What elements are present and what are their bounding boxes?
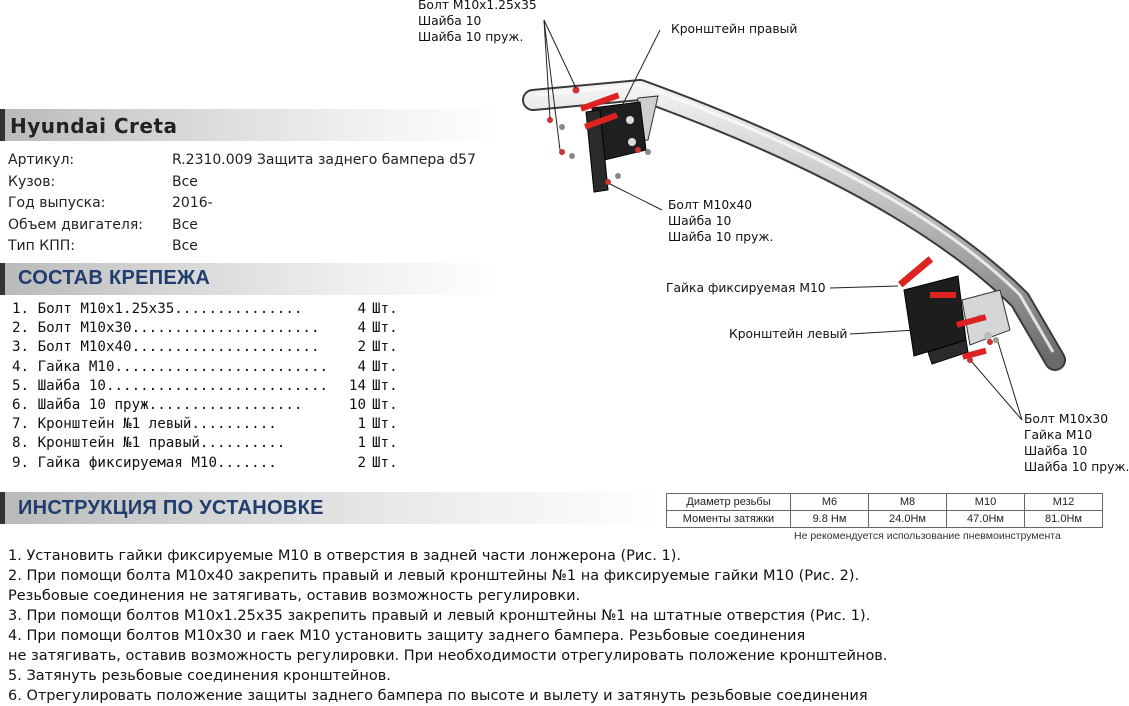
list-item: 7. Кронштейн №1 левый.......... 1 Шт. (12, 415, 398, 434)
list-item: 2. Болт М10х30...................... 4 Шт. (12, 319, 398, 338)
table-row: Диаметр резьбы M6 M8 M10 M12 (666, 493, 1103, 511)
bracket-right (585, 95, 659, 193)
part-name: 2. Болт М10х30...................... (12, 320, 320, 337)
part-unit: Шт. (372, 339, 398, 356)
info-value-engine: Все (172, 217, 198, 233)
list-item: 3. Болт М10х40...................... 2 Шт. (12, 338, 398, 357)
bolts-right-bracket (547, 86, 651, 185)
part-qty: 2 (357, 454, 366, 471)
torque-table: Диаметр резьбы M6 M8 M10 M12 Моменты зат… (666, 493, 1103, 528)
bumper-guard-diagram (522, 19, 1066, 421)
label-line: Болт М10х1.25х35 (418, 0, 537, 12)
instruction-line: 5. Затянуть резьбовые соединения кронште… (8, 668, 391, 684)
instruction-line: Резьбовые соединения не затягивать, оста… (8, 588, 581, 604)
part-qty: 4 (357, 301, 366, 317)
table-cell: 47.0Нм (946, 510, 1025, 528)
bolts-left-bracket (898, 256, 999, 363)
label-line: Шайба 10 (668, 214, 732, 228)
label-bottom-fasteners: Болт М10х30 Гайка М10 Шайба 10 Шайба 10 … (1024, 411, 1129, 475)
part-unit: Шт. (372, 301, 398, 317)
table-cell: M12 (1024, 493, 1103, 511)
list-item: 4. Гайка М10......................... 4 Шт… (12, 358, 398, 377)
part-name: 5. Шайба 10.......................... (12, 377, 329, 394)
info-value-year: 2016- (172, 195, 213, 211)
label-line: Гайка М10 (1024, 428, 1093, 442)
instruction-line: не затягивать, оставив возможность регул… (8, 648, 888, 664)
table-cell: M8 (868, 493, 947, 511)
part-unit: Шт. (372, 416, 398, 433)
list-item: 8. Кронштейн №1 правый.......... 1 Шт. (12, 434, 398, 453)
info-value-body: Все (172, 174, 198, 190)
part-unit: Шт. (372, 358, 398, 375)
label-line: Болт М10х40 (668, 198, 753, 212)
part-qty: 2 (357, 339, 366, 356)
bumper-tube-highlight (524, 81, 1064, 369)
info-label-gearbox: Тип КПП: (8, 238, 75, 254)
label-line: Шайба 10 пруж. (1024, 460, 1129, 474)
instruction-line: 6. Отрегулировать положение защиты задне… (8, 688, 868, 704)
part-qty: 4 (357, 320, 366, 337)
info-value-gearbox: Все (172, 238, 198, 254)
list-item: 1. Болт М10х1.25х35............... 4 Шт. (12, 300, 398, 319)
table-cell: 81.0Нм (1024, 510, 1103, 528)
label-line: Болт М10х30 (1024, 412, 1109, 426)
table-cell: M6 (790, 493, 869, 511)
part-unit: Шт. (372, 435, 398, 452)
model-header-bar (0, 109, 500, 141)
info-label-body: Кузов: (8, 174, 56, 190)
instructions: 1. Установить гайки фиксируемые М10 в от… (8, 546, 887, 706)
part-qty: 1 (357, 435, 366, 452)
part-name: 7. Кронштейн №1 левый.......... (12, 416, 277, 433)
torque-note: Не рекомендуется использование пневмоинс… (794, 530, 1061, 542)
table-cell: Моменты затяжки (666, 510, 791, 528)
instruction-line: 2. При помощи болта М10х40 закрепить пра… (8, 568, 860, 584)
instruction-line: 1. Установить гайки фиксируемые М10 в от… (8, 548, 681, 564)
label-line: Шайба 10 пруж. (668, 230, 774, 244)
label-fixed-nut: Гайка фиксируемая М10 (666, 281, 826, 295)
table-cell: Диаметр резьбы (666, 493, 791, 511)
label-left-bracket: Кронштейн левый (729, 327, 848, 341)
label-top-fasteners: Болт М10х1.25х35 Шайба 10 Шайба 10 пруж. (418, 0, 537, 45)
part-qty: 10 (348, 397, 366, 414)
part-name: 9. Гайка фиксируемая М10....... (12, 454, 277, 471)
label-line: Шайба 10 (1024, 444, 1088, 458)
table-cell: M10 (946, 493, 1025, 511)
instruction-line: 4. При помощи болтов М10х30 и гаек М10 у… (8, 628, 806, 644)
part-unit: Шт. (372, 397, 398, 414)
label-line: Шайба 10 пруж. (418, 30, 524, 44)
info-label-engine: Объем двигателя: (8, 217, 143, 233)
part-unit: Шт. (372, 320, 398, 337)
table-cell: 24.0Нм (868, 510, 947, 528)
label-m10x40-fasteners: Болт М10х40 Шайба 10 Шайба 10 пруж. (668, 197, 773, 245)
table-cell: 9.8 Нм (790, 510, 869, 528)
info-label-year: Год выпуска: (8, 195, 106, 211)
part-name: 3. Болт М10х40...................... (12, 339, 320, 356)
part-qty: 4 (357, 358, 366, 375)
install-title: ИНСТРУКЦИЯ ПО УСТАНОВКЕ (18, 497, 324, 519)
part-name: 8. Кронштейн №1 правый.......... (12, 435, 286, 452)
part-unit: Шт. (372, 377, 398, 394)
list-item: 6. Шайба 10 пруж.................. 10 Шт. (12, 396, 398, 415)
info-value-article: R.2310.009 Защита заднего бампера d57 (172, 152, 476, 168)
fasteners-title: СОСТАВ КРЕПЕЖА (18, 267, 211, 289)
part-qty: 1 (357, 416, 366, 433)
part-qty: 14 (348, 377, 366, 394)
label-line: Шайба 10 (418, 14, 482, 28)
part-name: 6. Шайба 10 пруж.................. (12, 397, 303, 414)
part-name: 1. Болт М10х1.25х35............... (12, 301, 303, 317)
table-row: Моменты затяжки 9.8 Нм 24.0Нм 47.0Нм 81.… (666, 510, 1103, 528)
part-name: 4. Гайка М10......................... (12, 358, 329, 375)
label-right-bracket: Кронштейн правый (671, 22, 798, 36)
install-header-bar (0, 492, 660, 524)
model-title: Hyundai Creta (10, 114, 178, 138)
list-item: 9. Гайка фиксируемая М10....... 2 Шт. (12, 454, 398, 473)
list-item: 5. Шайба 10.......................... 14 Ш… (12, 377, 398, 396)
info-label-article: Артикул: (8, 152, 75, 168)
leader-lines (543, 19, 1023, 421)
instruction-line: 3. При помощи болтов М10х1.25х35 закрепи… (8, 608, 871, 624)
fasteners-header-bar (0, 263, 500, 295)
part-unit: Шт. (372, 454, 398, 471)
